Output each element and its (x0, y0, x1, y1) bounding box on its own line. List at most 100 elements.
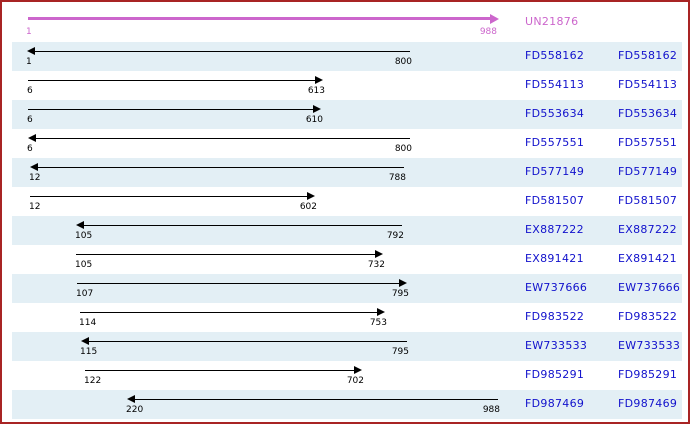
row-accession-primary[interactable]: FD983522 (525, 310, 585, 323)
alignment-row[interactable]: 12 788 FD577149 FD577149 (2, 158, 688, 187)
row-accession-secondary[interactable]: FD558162 (618, 49, 678, 62)
segment-start-coordinate: 6 (27, 144, 33, 154)
segment-start-coordinate: 6 (27, 115, 33, 125)
row-accession-secondary[interactable]: FD554113 (618, 78, 678, 91)
segment-start-coordinate: 1 (26, 57, 32, 67)
row-accession-primary[interactable]: EW737666 (525, 281, 588, 294)
segment-end-coordinate: 800 (394, 144, 412, 154)
row-accession-secondary[interactable]: FD577149 (618, 165, 678, 178)
segment-end-coordinate: 795 (391, 289, 409, 299)
row-band (12, 100, 682, 129)
row-accession-primary[interactable]: FD557551 (525, 136, 585, 149)
row-accession-primary[interactable]: FD553634 (525, 107, 585, 120)
segment-start-coordinate: 12 (29, 202, 41, 212)
row-accession-primary[interactable]: EW733533 (525, 339, 588, 352)
row-accession-secondary[interactable]: FD983522 (618, 310, 678, 323)
row-band (12, 274, 682, 303)
row-accession-secondary[interactable]: EX887222 (618, 223, 677, 236)
arrow-right-icon (375, 250, 383, 258)
arrow-right-icon (307, 192, 315, 200)
segment-start-coordinate: 107 (76, 289, 94, 299)
row-accession-secondary[interactable]: FD985291 (618, 368, 678, 381)
row-accession-secondary[interactable]: FD553634 (618, 107, 678, 120)
alignment-row[interactable]: 6 613 FD554113 FD554113 (2, 71, 688, 100)
reference-start-coordinate: 1 (26, 27, 32, 37)
alignment-row[interactable]: 1 800 FD558162 FD558162 (2, 42, 688, 71)
row-accession-primary[interactable]: FD558162 (525, 49, 585, 62)
segment-start-coordinate: 220 (126, 405, 144, 415)
arrow-right-icon (313, 105, 321, 113)
alignment-row[interactable]: 6 800 FD557551 FD557551 (2, 129, 688, 158)
row-accession-primary[interactable]: FD987469 (525, 397, 585, 410)
alignment-row[interactable]: 105 732 EX891421 EX891421 (2, 245, 688, 274)
segment-end-coordinate: 988 (482, 405, 500, 415)
segment-end-coordinate: 702 (346, 376, 364, 386)
segment-start-coordinate: 122 (84, 376, 102, 386)
row-band (12, 216, 682, 245)
alignment-segment-line (89, 341, 407, 342)
alignment-segment-line (77, 283, 399, 284)
reference-arrowhead-icon (490, 14, 499, 24)
reference-track-row: 1 988 UN21876 (2, 12, 688, 41)
reference-track-line (28, 17, 491, 20)
arrow-left-icon (81, 337, 89, 345)
row-accession-secondary[interactable]: FD581507 (618, 194, 678, 207)
row-accession-secondary[interactable]: EX891421 (618, 252, 677, 265)
alignment-segment-line (76, 254, 375, 255)
row-accession-secondary[interactable]: EW733533 (618, 339, 681, 352)
row-accession-secondary[interactable]: FD987469 (618, 397, 678, 410)
row-band (12, 42, 682, 71)
reference-sequence-name: UN21876 (525, 15, 579, 28)
arrow-left-icon (27, 47, 35, 55)
row-accession-primary[interactable]: FD554113 (525, 78, 585, 91)
segment-end-coordinate: 800 (394, 57, 412, 67)
arrow-left-icon (127, 395, 135, 403)
reference-end-coordinate: 988 (479, 27, 497, 37)
alignment-segment-line (28, 80, 315, 81)
alignment-segment-line (80, 312, 377, 313)
arrow-right-icon (354, 366, 362, 374)
arrow-left-icon (28, 134, 36, 142)
arrow-right-icon (399, 279, 407, 287)
alignment-segment-line (30, 196, 307, 197)
row-accession-primary[interactable]: EX891421 (525, 252, 584, 265)
row-band (12, 332, 682, 361)
segment-end-coordinate: 792 (386, 231, 404, 241)
alignment-segment-line (28, 109, 313, 110)
row-band (12, 158, 682, 187)
segment-start-coordinate: 12 (29, 173, 41, 183)
segment-start-coordinate: 6 (27, 86, 33, 96)
arrow-left-icon (30, 163, 38, 171)
arrow-right-icon (377, 308, 385, 316)
segment-start-coordinate: 105 (75, 231, 93, 241)
alignment-row[interactable]: 114 753 FD983522 FD983522 (2, 303, 688, 332)
alignment-row[interactable]: 220 988 FD987469 FD987469 (2, 390, 688, 419)
alignment-row[interactable]: 122 702 FD985291 FD985291 (2, 361, 688, 390)
row-accession-primary[interactable]: EX887222 (525, 223, 584, 236)
segment-end-coordinate: 788 (388, 173, 406, 183)
segment-end-coordinate: 795 (391, 347, 409, 357)
arrow-left-icon (76, 221, 84, 229)
segment-start-coordinate: 114 (79, 318, 97, 328)
alignment-segment-line (36, 138, 410, 139)
segment-end-coordinate: 732 (367, 260, 385, 270)
alignment-row[interactable]: 105 792 EX887222 EX887222 (2, 216, 688, 245)
row-accession-primary[interactable]: FD577149 (525, 165, 585, 178)
alignment-row[interactable]: 107 795 EW737666 EW737666 (2, 274, 688, 303)
segment-end-coordinate: 602 (299, 202, 317, 212)
row-accession-secondary[interactable]: EW737666 (618, 281, 681, 294)
alignment-segment-line (85, 370, 354, 371)
segment-end-coordinate: 753 (369, 318, 387, 328)
alignment-row[interactable]: 12 602 FD581507 FD581507 (2, 187, 688, 216)
segment-end-coordinate: 613 (307, 86, 325, 96)
row-accession-secondary[interactable]: FD557551 (618, 136, 678, 149)
row-band (12, 390, 682, 419)
alignment-segment-line (84, 225, 402, 226)
row-accession-primary[interactable]: FD985291 (525, 368, 585, 381)
row-accession-primary[interactable]: FD581507 (525, 194, 585, 207)
alignment-segment-line (38, 167, 404, 168)
segment-start-coordinate: 105 (75, 260, 93, 270)
